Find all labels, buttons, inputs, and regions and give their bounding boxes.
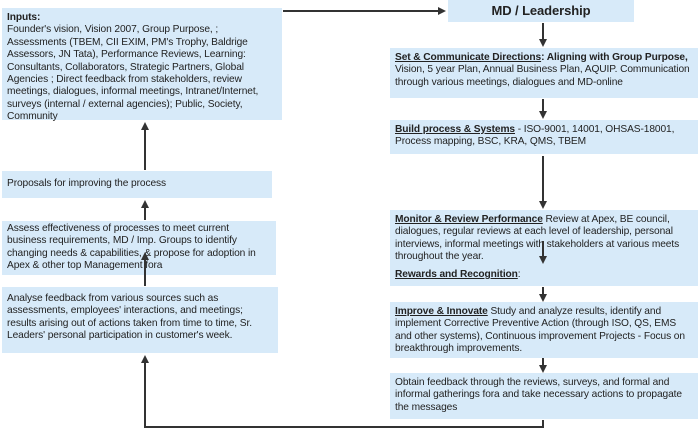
proposals-text: Proposals for improving the process [7,178,167,189]
obtain-feedback-box: Obtain feedback through the reviews, sur… [390,373,698,419]
monitor-review-text: Review at Apex, BE council, dialogues, r… [395,214,680,263]
improve-innovate-heading: Improve & Innovate [395,306,488,317]
monitor-review-heading: Monitor & Review Performance [395,214,543,225]
arrow-obtain-to-analyse [141,355,544,428]
obtain-feedback-text: Obtain feedback through the reviews, sur… [395,377,682,413]
inputs-heading: Inputs: [7,12,41,23]
analyse-text: Analyse feedback from various sources su… [7,293,252,342]
assess-text: Assess effectiveness of processes to mee… [7,223,256,272]
improve-innovate-text: Study and analyze results, identify and … [395,306,685,355]
inputs-text: Founder's vision, Vision 2007, Group Pur… [7,24,259,123]
monitor-review-box: Monitor & Review Performance Review at A… [390,210,698,270]
proposals-box: Proposals for improving the process [2,171,272,198]
md-leadership-box: MD / Leadership [448,0,634,22]
assess-box: Assess effectiveness of processes to mee… [2,221,276,275]
build-process-text: - ISO-9001, 14001, OHSAS-18001, Process … [395,124,675,148]
build-process-heading: Build process & Systems [395,124,515,135]
rewards-heading: Rewards and Recognition [395,269,518,280]
set-directions-bold: : Aligning with Group Purpose, [541,52,688,63]
improve-innovate-box: Improve & Innovate Study and analyze res… [390,302,698,358]
analyse-box: Analyse feedback from various sources su… [2,287,278,353]
set-directions-text: Vision, 5 year Plan, Annual Business Pla… [395,64,690,88]
set-directions-box: Set & Communicate Directions: Aligning w… [390,48,698,98]
build-process-box: Build process & Systems - ISO-9001, 1400… [390,120,698,154]
md-leadership-title: MD / Leadership [491,3,591,18]
inputs-box: Inputs: Founder's vision, Vision 2007, G… [2,8,282,123]
rewards-box: Rewards and Recognition: [390,264,698,286]
rewards-text: : [517,269,521,280]
set-directions-heading: Set & Communicate Directions [395,52,542,63]
